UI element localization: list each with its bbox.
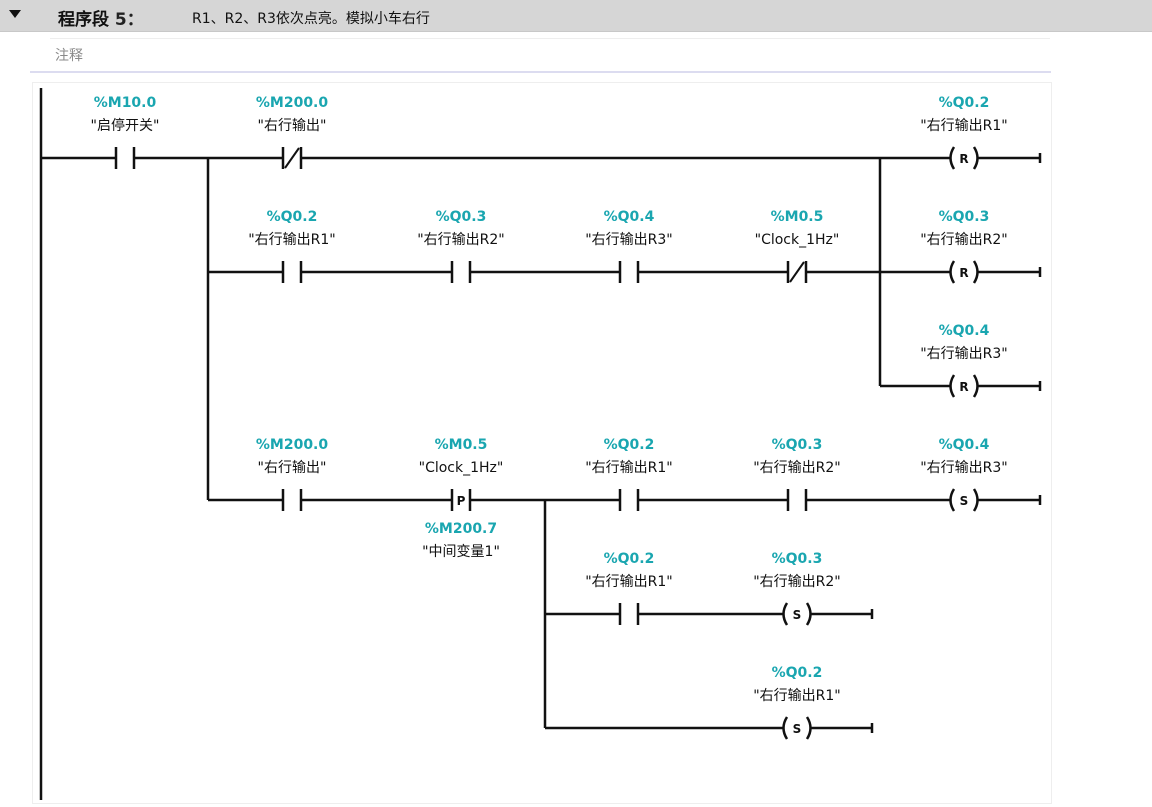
contact-no[interactable]	[281, 261, 303, 283]
network-number: 5：	[114, 10, 144, 30]
svg-text:S: S	[960, 494, 969, 508]
contact-nc[interactable]	[786, 261, 808, 283]
contact-no[interactable]	[618, 603, 640, 625]
contact-nc[interactable]	[281, 147, 303, 169]
operand-address: %Q0.4	[939, 323, 990, 339]
operand-symbol: "右行输出R2"	[753, 574, 841, 590]
coil-r[interactable]: R	[949, 146, 979, 170]
operand-symbol: "右行输出R2"	[920, 232, 1008, 248]
contact-no[interactable]	[618, 261, 640, 283]
contact-no[interactable]	[114, 147, 136, 169]
operand-symbol: "Clock_1Hz"	[419, 460, 504, 476]
svg-text:R: R	[959, 266, 968, 280]
svg-text:P: P	[457, 494, 466, 508]
ladder-editor-area[interactable]	[32, 82, 1052, 804]
edge-memory-symbol: "中间变量1"	[422, 544, 500, 560]
operand-symbol: "右行输出R1"	[585, 460, 673, 476]
operand-symbol: "Clock_1Hz"	[755, 232, 840, 248]
operand-symbol: "右行输出R1"	[585, 574, 673, 590]
operand-symbol: "右行输出R1"	[248, 232, 336, 248]
network-description[interactable]: R1、R2、R3依次点亮。模拟小车右行	[192, 11, 430, 27]
coil-r[interactable]: R	[949, 374, 979, 398]
operand-address: %M200.0	[256, 437, 329, 453]
coil-s[interactable]: S	[782, 716, 812, 740]
contact-no[interactable]	[281, 489, 303, 511]
coil-s[interactable]: S	[782, 602, 812, 626]
operand-symbol: "右行输出"	[258, 118, 327, 134]
contact-no[interactable]	[618, 489, 640, 511]
operand-address: %M0.5	[771, 209, 824, 225]
operand-address: %Q0.3	[939, 209, 990, 225]
operand-address: %Q0.2	[939, 95, 990, 111]
svg-text:S: S	[793, 608, 802, 622]
operand-symbol: "右行输出R3"	[920, 460, 1008, 476]
svg-text:S: S	[793, 722, 802, 736]
operand-address: %Q0.4	[604, 209, 655, 225]
triangle-down-icon[interactable]	[9, 10, 21, 18]
comment-placeholder: 注释	[55, 48, 83, 64]
operand-address: %Q0.3	[772, 551, 823, 567]
contact-no[interactable]	[450, 261, 472, 283]
operand-symbol: "启停开关"	[91, 117, 160, 134]
operand-address: %Q0.2	[267, 209, 318, 225]
operand-address: %Q0.3	[436, 209, 487, 225]
operand-address: %Q0.2	[604, 551, 655, 567]
operand-address: %M200.0	[256, 95, 329, 111]
coil-s[interactable]: S	[949, 488, 979, 512]
operand-symbol: "右行输出R1"	[753, 688, 841, 704]
operand-address: %Q0.2	[604, 437, 655, 453]
operand-symbol: "右行输出R2"	[417, 232, 505, 248]
operand-symbol: "右行输出"	[258, 460, 327, 476]
operand-symbol: "右行输出R2"	[753, 460, 841, 476]
operand-symbol: "右行输出R3"	[920, 346, 1008, 362]
svg-text:R: R	[959, 152, 968, 166]
contact-p[interactable]: P	[450, 489, 472, 511]
operand-address: %Q0.3	[772, 437, 823, 453]
operand-address: %M10.0	[94, 95, 157, 111]
contact-no[interactable]	[786, 489, 808, 511]
network-header[interactable]: 程序段 5： R1、R2、R3依次点亮。模拟小车右行	[0, 0, 1152, 32]
operand-symbol: "右行输出R3"	[585, 232, 673, 248]
operand-symbol: "右行输出R1"	[920, 118, 1008, 134]
svg-text:R: R	[959, 380, 968, 394]
comment-divider	[30, 71, 1051, 73]
coil-r[interactable]: R	[949, 260, 979, 284]
operand-address: %M0.5	[435, 437, 488, 453]
network-comment-field[interactable]: 注释	[50, 38, 1050, 72]
network-title: 程序段 5：	[58, 5, 144, 30]
operand-address: %Q0.4	[939, 437, 990, 453]
operand-address: %Q0.2	[772, 665, 823, 681]
edge-memory-address: %M200.7	[425, 521, 497, 537]
network-label: 程序段	[58, 10, 109, 30]
